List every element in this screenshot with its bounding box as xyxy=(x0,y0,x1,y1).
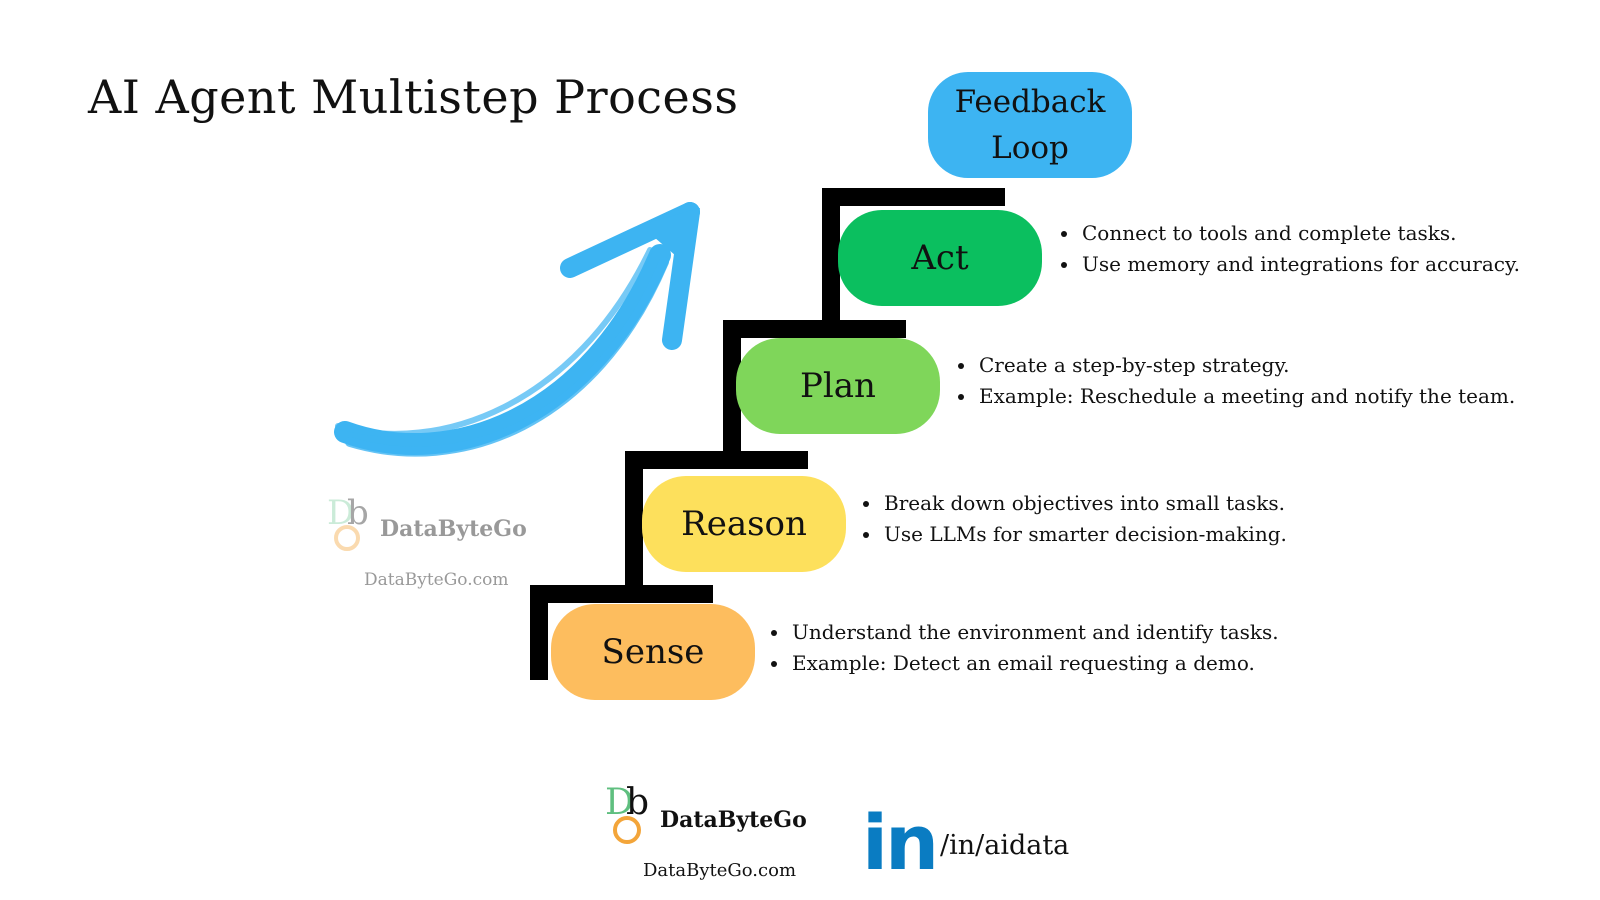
plan-step-node: Plan xyxy=(736,338,940,434)
svg-text:b: b xyxy=(626,782,649,823)
plan-step-label: Plan xyxy=(800,366,876,406)
watermark-url: DataByteGo.com xyxy=(364,570,509,590)
feedback-loop-label-line1: Feedback xyxy=(954,84,1106,120)
sense-bullet-2: Example: Detect an email requesting a de… xyxy=(790,648,1279,679)
sense-step-label: Sense xyxy=(601,632,705,672)
feedback-loop-node: Feedback Loop xyxy=(928,72,1132,178)
watermark-logo: D b xyxy=(325,492,385,558)
footer-logo: D b xyxy=(603,780,665,850)
linkedin-icon[interactable]: in xyxy=(862,798,939,887)
act-step-node: Act xyxy=(838,210,1042,306)
feedback-loop-label-line2: Loop xyxy=(991,130,1069,166)
page-title: AI Agent Multistep Process xyxy=(88,70,739,124)
reason-bullet-2: Use LLMs for smarter decision-making. xyxy=(882,519,1287,550)
act-bullet-1: Connect to tools and complete tasks. xyxy=(1080,218,1520,249)
plan-bullet-2: Example: Reschedule a meeting and notify… xyxy=(977,381,1515,412)
reason-step-bullets: Break down objectives into small tasks. … xyxy=(860,488,1287,550)
sense-step-bullets: Understand the environment and identify … xyxy=(768,617,1279,679)
svg-text:D: D xyxy=(327,493,354,533)
act-step-label: Act xyxy=(911,238,969,278)
act-step-bullets: Connect to tools and complete tasks. Use… xyxy=(1058,218,1520,280)
reason-step-label: Reason xyxy=(681,504,807,544)
svg-text:b: b xyxy=(347,493,369,533)
plan-bullet-1: Create a step-by-step strategy. xyxy=(977,350,1515,381)
databytego-logo-icon: D b xyxy=(605,782,649,844)
act-bullet-2: Use memory and integrations for accuracy… xyxy=(1080,249,1520,280)
footer-brand: DataByteGo xyxy=(660,807,807,833)
reason-step-node: Reason xyxy=(642,476,846,572)
sense-step-node: Sense xyxy=(551,604,755,700)
linkedin-handle-link[interactable]: /in/aidata xyxy=(940,830,1070,861)
sense-bullet-1: Understand the environment and identify … xyxy=(790,617,1279,648)
watermark-brand: DataByteGo xyxy=(380,516,527,542)
footer-url: DataByteGo.com xyxy=(643,860,797,881)
databytego-logo-icon: D b xyxy=(327,493,369,551)
reason-bullet-1: Break down objectives into small tasks. xyxy=(882,488,1287,519)
plan-step-bullets: Create a step-by-step strategy. Example:… xyxy=(955,350,1515,412)
